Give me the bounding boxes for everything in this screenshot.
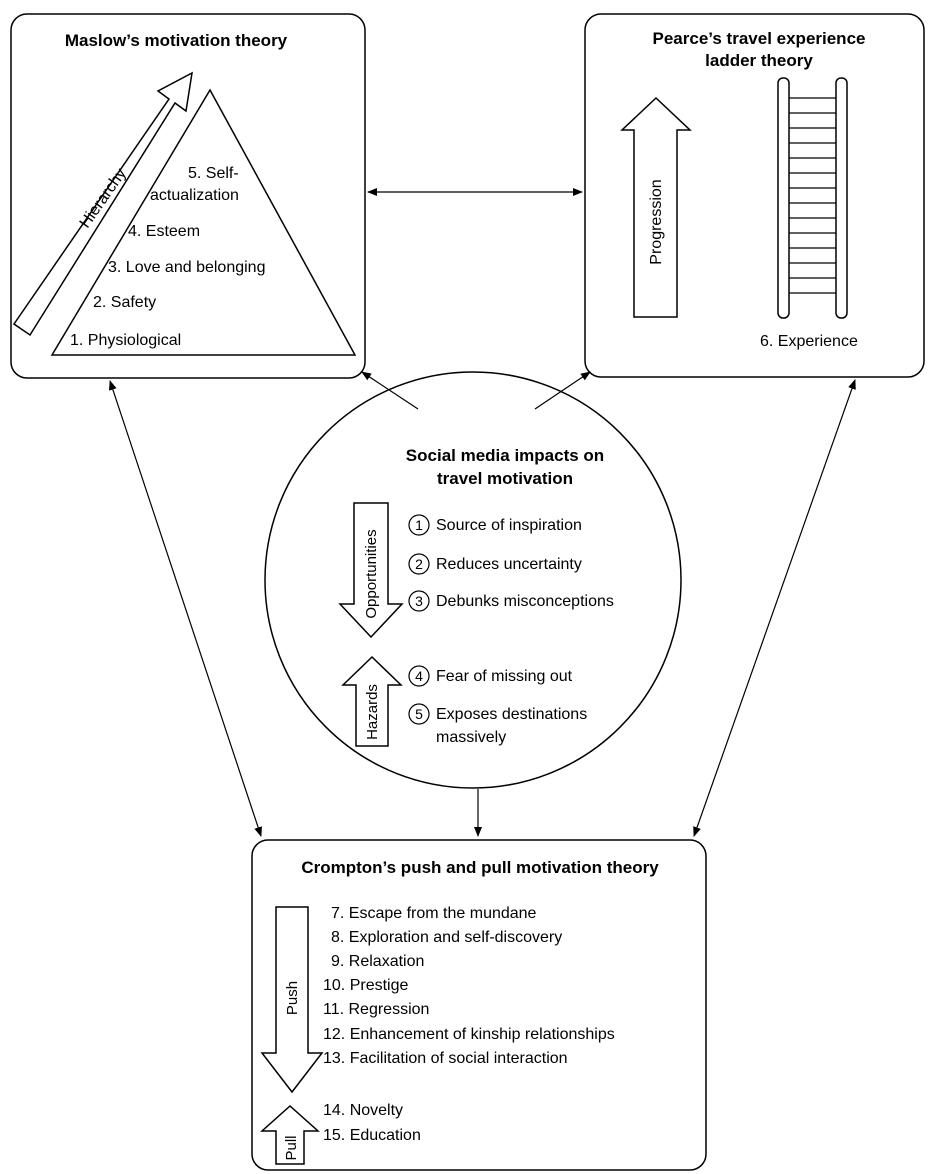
progression-label: Progression [648,179,665,264]
opportunities-arrow: Opportunities [338,502,404,639]
pearce-title-line2: ladder theory [705,51,813,70]
crompton-title: Crompton’s push and pull motivation theo… [301,858,659,877]
maslow-level-5-cont: actualization [150,187,239,204]
ladder-graphic [777,77,848,319]
crompton-push-item-12: 12. Enhancement of kinship relationships [323,1026,615,1043]
crompton-push-item-13: 13. Facilitation of social interaction [323,1050,568,1067]
connector-social-pearce [534,371,591,410]
hazards-label: Hazards [364,684,381,740]
social-item-text: Reduces uncertainty [436,556,582,573]
social-item-1: 1 Source of inspiration [408,514,582,536]
social-title-line1: Social media impacts on [406,446,604,465]
pearce-item-experience: 6. Experience [760,333,858,350]
opportunities-label: Opportunities [363,529,380,618]
connectors [109,188,856,837]
social-item-text: Debunks misconceptions [436,593,614,610]
social-media-circle: Social media impacts on travel motivatio… [264,371,682,789]
maslow-level-2: 2. Safety [93,294,156,311]
crompton-push-item-8: 8. Exploration and self-discovery [331,929,562,946]
connector-maslow-crompton [109,380,262,837]
crompton-pull-item-15: 15. Education [323,1127,421,1144]
progression-arrow: Progression [620,96,692,318]
crompton-pull-item-14: 14. Novelty [323,1102,403,1119]
pull-label: Pull [283,1135,300,1160]
pearce-box: Pearce’s travel experience ladder theory… [584,13,925,378]
social-item-2: 2 Reduces uncertainty [408,553,582,575]
push-arrow: Push [260,906,324,1094]
crompton-push-item-11: 11. Regression [323,1001,429,1018]
crompton-push-item-9: 9. Relaxation [331,953,424,970]
social-item-number: 2 [415,556,423,572]
maslow-level-4: 4. Esteem [128,223,200,240]
pearce-title-line1: Pearce’s travel experience [653,29,866,48]
social-item-5: 5 Exposes destinations massively [408,703,587,746]
social-item-number: 5 [415,706,423,722]
maslow-level-1: 1. Physiological [70,332,181,349]
social-item-number: 4 [415,668,423,684]
maslow-level-5: 5. Self- [188,165,239,182]
hazards-arrow: Hazards [341,655,403,747]
connector-social-maslow [361,371,419,410]
social-item-text: Fear of missing out [436,668,573,685]
social-item-text: Source of inspiration [436,517,582,534]
social-item-4: 4 Fear of missing out [408,665,573,687]
crompton-box: Crompton’s push and pull motivation theo… [251,839,707,1171]
social-title-line2: travel motivation [437,469,573,488]
social-item-text-cont: massively [436,729,506,746]
pull-arrow: Pull [260,1104,320,1165]
maslow-box: Maslow’s motivation theory Hierarchy 1. … [10,13,366,379]
push-label: Push [284,981,301,1015]
crompton-push-item-7: 7. Escape from the mundane [331,905,537,922]
maslow-level-3: 3. Love and belonging [108,259,265,276]
social-item-number: 1 [415,517,423,533]
maslow-title: Maslow’s motivation theory [65,31,288,50]
social-item-text: Exposes destinations [436,706,587,723]
connector-pearce-crompton [693,379,856,837]
crompton-push-item-10: 10. Prestige [323,977,408,994]
social-item-number: 3 [415,593,423,609]
social-item-3: 3 Debunks misconceptions [408,590,614,612]
maslow-pyramid [50,88,357,356]
